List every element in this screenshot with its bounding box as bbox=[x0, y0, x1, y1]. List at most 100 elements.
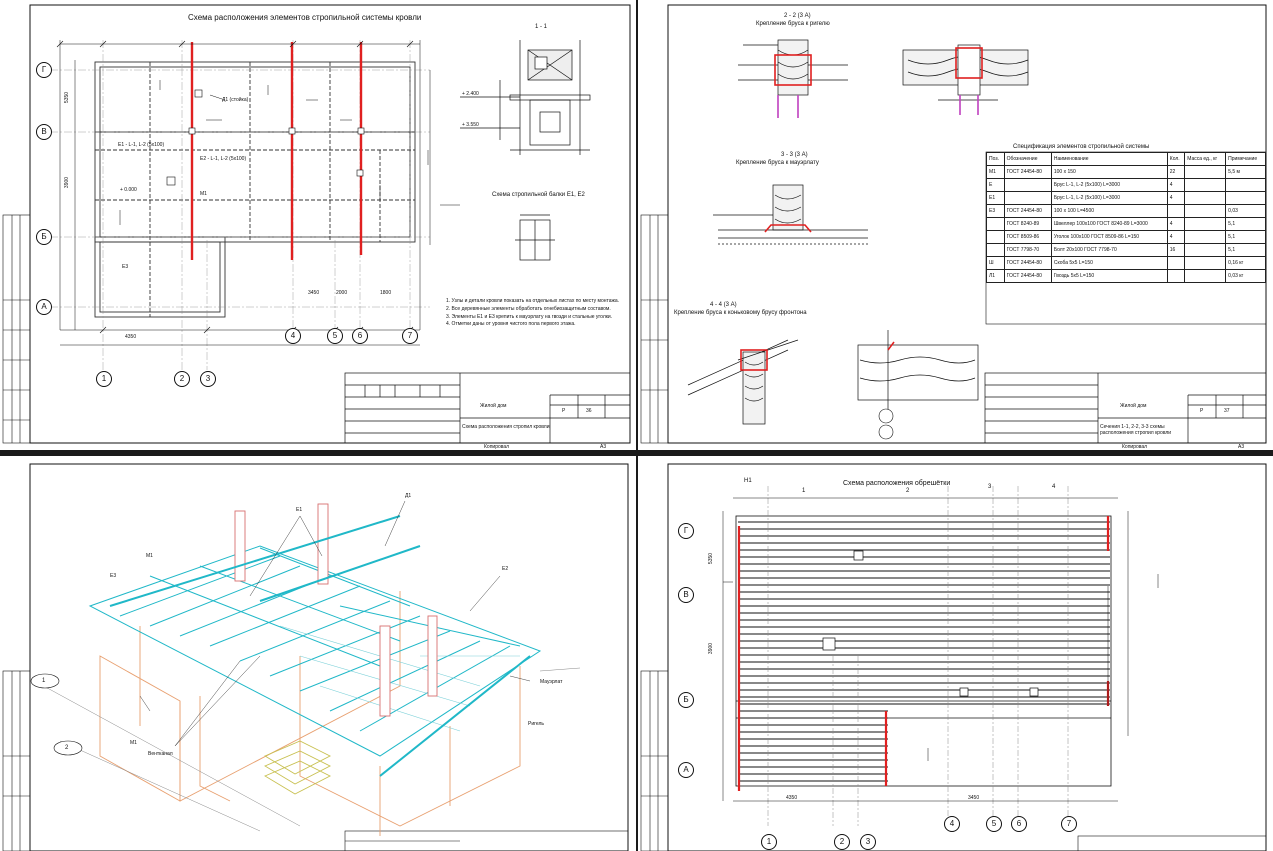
iso-label-ventkanal: Вентканал bbox=[148, 751, 173, 757]
mark-p3: + 0.000 bbox=[120, 187, 137, 193]
iso-label-d1: Д1 bbox=[405, 493, 412, 499]
spec-head-cell: Масса ед., кг bbox=[1184, 152, 1227, 166]
spec-cell: Брус L-1, L-2 (5х100) L=3000 bbox=[1050, 178, 1168, 192]
s4-dim-1: 4350 bbox=[786, 795, 798, 801]
spec-cell: 4 bbox=[1166, 217, 1186, 231]
spec-cell bbox=[1184, 191, 1227, 205]
iso-label-e3: Е3 bbox=[110, 573, 117, 579]
s4-top-4: 4 bbox=[1052, 484, 1056, 490]
spec-cell bbox=[1184, 165, 1227, 179]
tb1-project: Жилой дом bbox=[480, 403, 507, 409]
spec-cell bbox=[1003, 191, 1052, 205]
spec-cell: Е3 bbox=[986, 204, 1005, 218]
dim-1: 4350 bbox=[125, 334, 137, 340]
spec-cell bbox=[986, 243, 1005, 257]
s4-axis-g: Г bbox=[678, 523, 694, 539]
spec-cell: Швеллер 100х100 ГОСТ 8240-89 L=3000 bbox=[1050, 217, 1168, 231]
spec-cell: 5,5 м bbox=[1225, 165, 1266, 179]
s4-axis-5: 5 bbox=[986, 816, 1002, 832]
s4-axis-1: 1 bbox=[761, 834, 777, 850]
spec-cell: 16 bbox=[1166, 243, 1186, 257]
tb1-copied: Копировал bbox=[484, 444, 510, 450]
axis-v: В bbox=[36, 124, 52, 140]
spec-cell: Е1 bbox=[986, 191, 1005, 205]
sheet-rafter-layout[interactable]: Схема расположения элементов стропильной… bbox=[0, 0, 636, 450]
spec-cell bbox=[1184, 230, 1227, 244]
spec-cell: 5,1 bbox=[1225, 217, 1266, 231]
note-2: 2. Все деревянные элементы обработать ог… bbox=[446, 305, 611, 312]
sheet-batten-layout[interactable]: Схема расположения обрешётки Г В Б А Н1 … bbox=[638, 456, 1273, 851]
iso-label-mauerlat: Мауэрлат bbox=[540, 679, 563, 685]
spec-cell: Брус L-1, L-2 (5х100) L=3000 bbox=[1050, 191, 1168, 205]
s4-dim-4: 3900 bbox=[708, 642, 715, 655]
tb1-stage: Р bbox=[562, 408, 566, 414]
spec-cell bbox=[1184, 269, 1227, 283]
spec-head-cell: Поз. bbox=[986, 152, 1005, 166]
spec-cell: Ш bbox=[986, 256, 1005, 270]
spec-cell: 5,1 bbox=[1225, 243, 1266, 257]
spec-cell: ГОСТ 24454-80 bbox=[1003, 165, 1052, 179]
spec-head-cell: Наименование bbox=[1050, 152, 1168, 166]
spec-cell bbox=[1166, 269, 1186, 283]
tb1-format: А3 bbox=[600, 444, 607, 450]
detail-2-2-caption: Крепление бруса к ригелю bbox=[756, 21, 830, 27]
s4-axis-6: 6 bbox=[1011, 816, 1027, 832]
spec-cell: Болт 20х100 ГОСТ 7798-70 bbox=[1050, 243, 1168, 257]
s4-top-1: 1 bbox=[802, 488, 806, 494]
s4-axis-v: В bbox=[678, 587, 694, 603]
tb2-sheet-no: 37 bbox=[1224, 408, 1230, 414]
spec-table: Поз. Обозначение Наименование Кол. Масса… bbox=[986, 152, 1266, 283]
spec-title: Спецификация элементов стропильной систе… bbox=[1013, 144, 1150, 150]
iso-label-e1: Е1 bbox=[296, 507, 303, 513]
sheet-sections[interactable]: 2 - 2 (3 А) Крепление бруса к ригелю 3 -… bbox=[638, 0, 1273, 450]
spec-head-cell: Кол. bbox=[1166, 152, 1186, 166]
label-d1: Д1 (стойка) bbox=[222, 97, 249, 103]
spec-cell: 4 bbox=[1166, 191, 1186, 205]
spec-cell: Е bbox=[986, 178, 1005, 192]
axis-5: 5 bbox=[327, 328, 343, 344]
spec-cell: 0,16 кг bbox=[1225, 256, 1266, 270]
s4-top-3: 3 bbox=[988, 484, 992, 490]
detail-4-4-caption: Крепление бруса к коньковому брусу фронт… bbox=[674, 310, 807, 316]
tb2-format: А3 bbox=[1238, 444, 1245, 450]
mark-p2: + 3.550 bbox=[462, 122, 479, 128]
note-1: 1. Узлы и детали кровли показать на отде… bbox=[446, 298, 620, 304]
s4-axis-a: А bbox=[678, 762, 694, 778]
detail-4-4-label: 4 - 4 (3 А) bbox=[710, 302, 737, 308]
axis-2: 2 bbox=[174, 371, 190, 387]
sheet2-drawing bbox=[640, 4, 1267, 444]
sheet-3d-view[interactable]: Е1 Е2 Е3 М1 М1 Д1 Мауэрлат Ригель Вентка… bbox=[0, 456, 636, 851]
axis-6: 6 bbox=[352, 328, 368, 344]
spec-cell: 0,03 кг bbox=[1225, 269, 1266, 283]
spec-cell bbox=[986, 217, 1005, 231]
spec-cell: ГОСТ 8240-89 bbox=[1003, 217, 1052, 231]
s4-axis-7: 7 bbox=[1061, 816, 1077, 832]
label-e3: Е3 bbox=[122, 264, 129, 270]
dim-2: 3450 bbox=[308, 290, 320, 296]
spec-cell bbox=[1225, 191, 1266, 205]
spec-cell: ГОСТ 24454-80 bbox=[1003, 256, 1052, 270]
iso-label-e2: Е2 bbox=[502, 566, 509, 572]
iso-label-m1b: М1 bbox=[130, 740, 137, 746]
spec-cell: 4 bbox=[1166, 178, 1186, 192]
s4-dim-2: 3450 bbox=[968, 795, 980, 801]
spec-cell: ГОСТ 24454-80 bbox=[1003, 269, 1052, 283]
spec-cell: Скоба 5х5 L=150 bbox=[1050, 256, 1168, 270]
spec-cell: 0,03 bbox=[1225, 204, 1266, 218]
dim-5: 2000 bbox=[336, 290, 348, 296]
mark-p1: + 2.400 bbox=[462, 91, 479, 97]
axis-3: 3 bbox=[200, 371, 216, 387]
spec-cell bbox=[1184, 204, 1227, 218]
tb2-sheet-name: Сечения 1-1, 2-2, 3-3 схемы расположения… bbox=[1100, 424, 1172, 436]
beam-e-title: Схема стропильной балки Е1, Е2 bbox=[492, 192, 585, 198]
spec-cell: Уголок 100х100 ГОСТ 8509-86 L=150 bbox=[1050, 230, 1168, 244]
